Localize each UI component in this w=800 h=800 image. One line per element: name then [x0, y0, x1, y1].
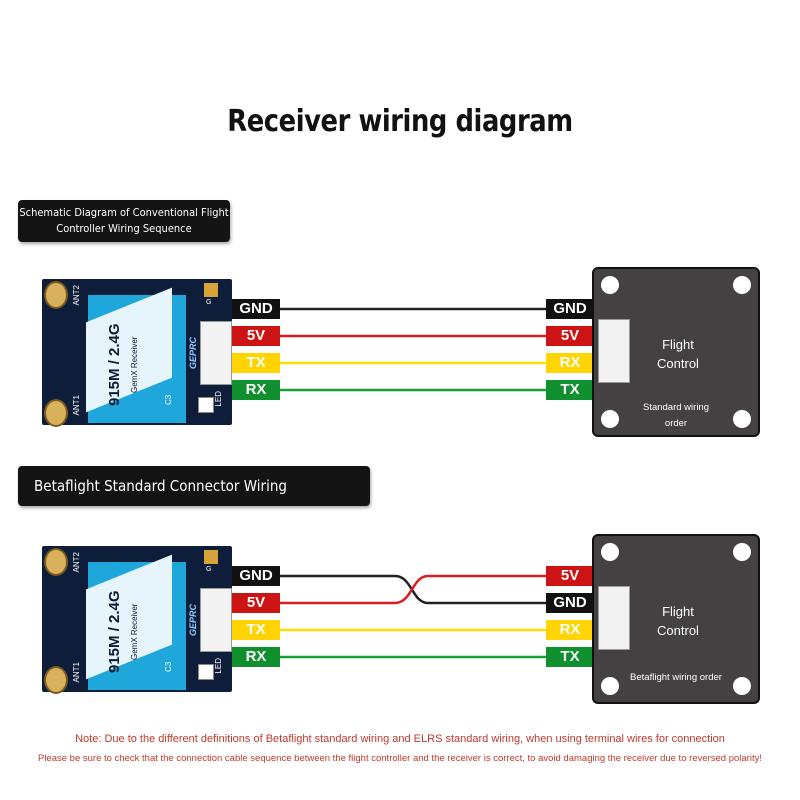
- rx-pin-gnd: GND: [232, 299, 280, 319]
- fc-connector: [598, 319, 630, 383]
- fc-pin-5v: 5V: [546, 326, 594, 346]
- note-line-2: Please be sure to check that the connect…: [37, 753, 762, 764]
- mount-hole-icon: [733, 677, 751, 695]
- ant1-connector-icon: [44, 399, 68, 427]
- flight-controller: Flight Control Betaflight wiring order: [592, 534, 760, 704]
- mount-hole-icon: [601, 677, 619, 695]
- mount-hole-icon: [733, 410, 751, 428]
- rx-pin-tx: TX: [232, 620, 280, 640]
- betaflight-wiring-banner: Betaflight Standard Connector Wiring Dia…: [18, 466, 370, 535]
- receiver-board: ANT2 ANT1 915M / 2.4G GemX Receiver C3 G…: [42, 279, 232, 427]
- mount-hole-icon: [733, 543, 751, 561]
- rx-pin-5v: 5V: [232, 326, 280, 346]
- ant1-label: ANT1: [72, 662, 81, 683]
- rx-pin-rx: RX: [232, 380, 280, 400]
- note-line-1: Note: Due to the different definitions o…: [75, 733, 725, 745]
- banner-line-1: Schematic Diagram of Conventional Flight: [19, 206, 229, 219]
- fc-connector: [598, 586, 630, 650]
- receiver-connector: [200, 321, 232, 385]
- mount-hole-icon: [601, 543, 619, 561]
- flight-controller: Flight Control Standard wiring order: [592, 267, 760, 437]
- rx-pin-rx: RX: [232, 647, 280, 667]
- fc-caption-2: order: [664, 418, 688, 429]
- fc-title-2: Control: [657, 623, 699, 638]
- mount-hole-icon: [601, 276, 619, 294]
- led-icon: [198, 397, 214, 413]
- fc-pin-rx: RX: [546, 353, 594, 373]
- fc-pin-gnd: GND: [546, 299, 594, 319]
- receiver-connector: [200, 588, 232, 652]
- fc-title-1: Flight: [662, 337, 694, 352]
- ant2-connector-icon: [44, 281, 68, 309]
- receiver-c3: C3: [164, 661, 173, 673]
- fc-pin-tx: TX: [546, 647, 594, 667]
- fc-pin-tx: TX: [546, 380, 594, 400]
- ant2-label: ANT2: [72, 552, 81, 573]
- g-label: G: [206, 299, 212, 306]
- led-label: LED: [214, 658, 223, 674]
- fc-title-1: Flight: [662, 604, 694, 619]
- receiver-sticker: 915M / 2.4G GemX Receiver C3: [86, 287, 186, 423]
- receiver-board: ANT2 ANT1 915M / 2.4G GemX Receiver C3 G…: [42, 546, 232, 694]
- fc-pin-rx: RX: [546, 620, 594, 640]
- g-label: G: [206, 566, 212, 573]
- fc-title-2: Control: [657, 356, 699, 371]
- mount-hole-icon: [733, 276, 751, 294]
- mount-hole-icon: [601, 410, 619, 428]
- banner-line-2: Controller Wiring Sequence: [56, 222, 192, 235]
- rx-pin-5v: 5V: [232, 593, 280, 613]
- receiver-sticker: 915M / 2.4G GemX Receiver C3: [86, 554, 186, 690]
- rx-pin-tx: TX: [232, 353, 280, 373]
- fc-pin-5v: 5V: [546, 566, 594, 586]
- brand-label: GEPRC: [188, 603, 198, 636]
- rx-pin-gnd: GND: [232, 566, 280, 586]
- solder-pad: [204, 550, 218, 564]
- wire-5v-crossed: [278, 574, 546, 605]
- led-icon: [198, 664, 214, 680]
- solder-pad: [204, 283, 218, 297]
- page-title: Receiver wiring diagram: [227, 104, 573, 139]
- fc-caption-1: Standard wiring: [642, 402, 709, 413]
- conventional-wiring-banner: Schematic Diagram of Conventional Flight…: [18, 200, 230, 242]
- fc-caption: Betaflight wiring order: [630, 672, 722, 683]
- fc-pin-gnd: GND: [546, 593, 594, 613]
- ant2-connector-icon: [44, 548, 68, 576]
- ant1-connector-icon: [44, 666, 68, 694]
- banner-text: Betaflight Standard Connector Wiring Dia…: [34, 477, 287, 535]
